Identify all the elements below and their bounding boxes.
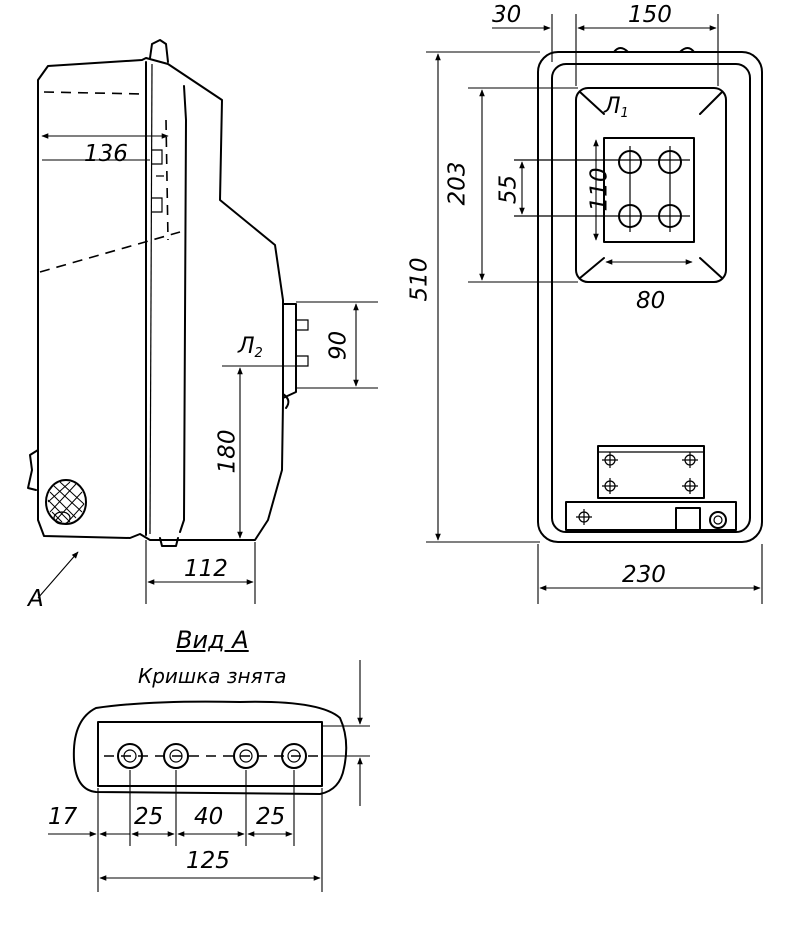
dim-25-right-label: 25 xyxy=(256,804,286,830)
side-left-latch xyxy=(27,449,39,491)
terminal-l2-label: Л2 xyxy=(238,334,263,361)
dim-230-label: 230 xyxy=(622,562,666,588)
dim-136-label: 136 xyxy=(84,141,128,167)
side-terminal-block xyxy=(282,303,297,399)
dim-110-label: 110 xyxy=(586,167,613,212)
dim-40-label: 40 xyxy=(194,804,224,830)
meter-window xyxy=(575,87,727,283)
side-door-edge-inner xyxy=(149,63,153,535)
dim-150-label: 150 xyxy=(628,2,672,28)
ground-terminal-inner xyxy=(713,515,723,525)
view-a-terminals xyxy=(117,743,307,769)
dim-125-label: 125 xyxy=(186,848,230,874)
meter-terminal-plate xyxy=(603,137,695,243)
side-hidden-line-top xyxy=(43,91,145,95)
view-a-title: Вид А xyxy=(176,626,249,654)
view-a xyxy=(48,660,370,892)
dim-17-label: 17 xyxy=(48,804,78,830)
side-lock-hatched xyxy=(45,479,87,525)
view-a-arrow-label: A xyxy=(28,586,44,612)
side-hidden-line-inner xyxy=(165,119,169,241)
dim-80-label: 80 xyxy=(636,288,666,314)
lower-plate-screws xyxy=(602,452,698,494)
view-a-extensions xyxy=(97,770,323,892)
dim-25-left-label: 25 xyxy=(134,804,164,830)
dim-90-label: 90 xyxy=(325,330,352,361)
dim-112-label: 112 xyxy=(184,556,228,582)
side-terminal-screws xyxy=(296,319,309,367)
view-a-arrow xyxy=(37,551,79,599)
dim-203-label: 203 xyxy=(444,161,471,206)
side-hinge-strip xyxy=(179,85,187,533)
view-a-subtitle: Кришка знята xyxy=(138,664,287,688)
lower-mounting-plate xyxy=(597,445,705,499)
dim-510-label: 510 xyxy=(406,257,433,302)
ground-bracket xyxy=(675,507,701,531)
front-view xyxy=(426,14,763,604)
ground-terminal xyxy=(709,511,727,529)
side-latch xyxy=(152,149,164,213)
side-hidden-line-diagonal xyxy=(39,231,181,273)
view-a-cover-outline xyxy=(72,700,348,795)
meter-window-corners xyxy=(579,91,723,279)
bottom-strip-screw-cross xyxy=(576,509,592,525)
side-body-outline xyxy=(37,57,284,541)
bottom-strip xyxy=(565,501,737,531)
terminal-l1-label: Л1 xyxy=(604,94,629,121)
side-view xyxy=(27,39,378,604)
front-top-lugs xyxy=(613,47,695,53)
side-bottom-foot xyxy=(159,537,179,547)
side-top-lug xyxy=(149,39,169,63)
dim-55-label: 55 xyxy=(495,174,522,205)
side-terminal-boss xyxy=(282,393,290,409)
dim-30-label: 30 xyxy=(492,2,522,28)
view-a-terminal-bar xyxy=(97,721,323,787)
front-body-inner xyxy=(551,63,751,533)
dim-180-label: 180 xyxy=(214,429,241,474)
front-body-outer xyxy=(537,51,763,543)
terminal-hole-centerlines xyxy=(514,146,690,232)
